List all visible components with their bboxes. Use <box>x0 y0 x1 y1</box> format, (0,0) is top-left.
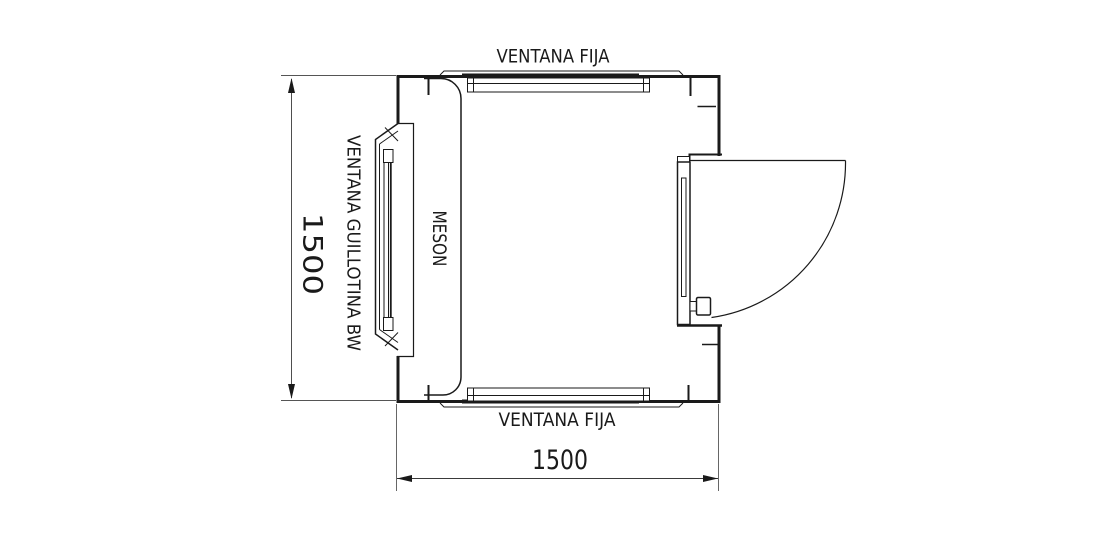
dim-h-arrow-right <box>703 475 718 482</box>
door-handle-knob <box>695 296 712 316</box>
bottom-fixed-window <box>439 387 684 408</box>
dim-v-arrow-top <box>288 78 295 93</box>
door-handle-stem <box>689 301 697 312</box>
label-counter: MESON <box>428 211 450 267</box>
guillotine-sash-cap-bottom <box>383 317 394 331</box>
bottom-window-frame <box>467 387 650 402</box>
door-glass-panel <box>681 177 687 297</box>
dimension-vertical: 1500 <box>281 75 396 401</box>
guillotine-window <box>374 122 415 358</box>
dim-v-arrow-bottom <box>288 384 295 399</box>
guillotine-chamfer-top-inner <box>379 130 399 145</box>
top-window-frame <box>467 77 650 93</box>
door <box>676 153 847 327</box>
counter-outline <box>424 77 462 396</box>
dim-h-value: 1500 <box>532 445 588 476</box>
label-top-window: VENTANA FIJA <box>497 46 610 68</box>
dim-v-value: 1500 <box>297 213 328 295</box>
label-bottom-window: VENTANA FIJA <box>499 409 616 431</box>
guillotine-sash-cap-top <box>383 149 394 163</box>
door-swing-arc <box>711 160 847 319</box>
counter-meson <box>424 77 462 396</box>
bottom-window-sill-outline <box>439 402 684 408</box>
guillotine-chamfer-bottom-inner <box>379 329 399 343</box>
guillotine-chamfer-top-cross <box>384 127 399 142</box>
top-fixed-window <box>439 70 684 93</box>
guillotine-inner-casing <box>397 122 415 358</box>
dimension-horizontal: 1500 <box>396 404 719 491</box>
labels: VENTANA FIJA VENTANA FIJA VENTANA GUILLO… <box>343 46 616 432</box>
guillotine-chamfer-bottom-cross <box>384 332 399 347</box>
dim-h-arrow-left <box>397 475 412 482</box>
guillotine-bay-outline <box>374 122 399 351</box>
label-left-window: VENTANA GUILLOTINA BW <box>343 135 363 351</box>
door-head-block <box>677 156 690 163</box>
